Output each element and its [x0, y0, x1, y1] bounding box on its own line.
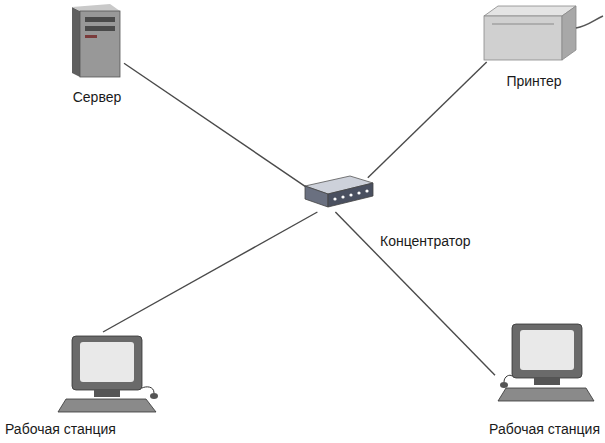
printer-front: [484, 16, 562, 60]
network-cable: [368, 62, 487, 178]
monitor-base: [534, 378, 560, 385]
screen: [520, 330, 574, 370]
hub-side: [305, 186, 328, 207]
server-node: Сервер: [70, 4, 124, 80]
hub-port: [365, 189, 368, 192]
keyboard: [58, 399, 156, 412]
keyboard: [498, 388, 594, 401]
printer-cable: [576, 16, 603, 28]
hub-port: [333, 197, 336, 200]
device-label: Сервер: [73, 88, 122, 106]
printer-side: [562, 6, 576, 60]
mouse-cord: [142, 387, 154, 393]
device-label: Принтер: [506, 72, 561, 90]
device-label: Рабочая станция: [5, 420, 116, 438]
workstation-node: Рабочая станция: [495, 320, 595, 405]
workstation-icon: [58, 336, 158, 412]
network-cable: [103, 212, 317, 332]
printer-node: Принтер: [482, 4, 576, 62]
paper-slot: [492, 23, 554, 24]
server-icon: [72, 4, 120, 77]
network-cable: [335, 212, 495, 375]
hub-icon: [305, 176, 373, 207]
server-side: [72, 7, 80, 77]
printer-top: [484, 6, 576, 16]
monitor: [512, 324, 582, 378]
monitor: [72, 336, 142, 390]
workstation-icon: [498, 324, 594, 401]
drive-slot: [85, 17, 115, 22]
hub-port: [341, 195, 344, 198]
device-label: Рабочая станция: [489, 420, 600, 438]
hub-front: [328, 183, 373, 207]
mouse: [500, 382, 508, 388]
workstation-node: Рабочая станция: [58, 332, 158, 414]
server-front: [80, 11, 120, 77]
hub-node: Концентратор: [303, 174, 375, 212]
hub-port: [349, 193, 352, 196]
server-top: [72, 4, 120, 11]
screen: [80, 342, 134, 382]
network-cable: [124, 63, 307, 187]
monitor-base: [94, 390, 120, 397]
mouse: [150, 393, 158, 399]
mouse-cord: [504, 375, 512, 382]
server-indicator: [85, 35, 97, 38]
hub-port: [357, 191, 360, 194]
device-label: Концентратор: [380, 232, 471, 250]
drive-slot: [85, 26, 115, 31]
printer-icon: [484, 6, 603, 60]
